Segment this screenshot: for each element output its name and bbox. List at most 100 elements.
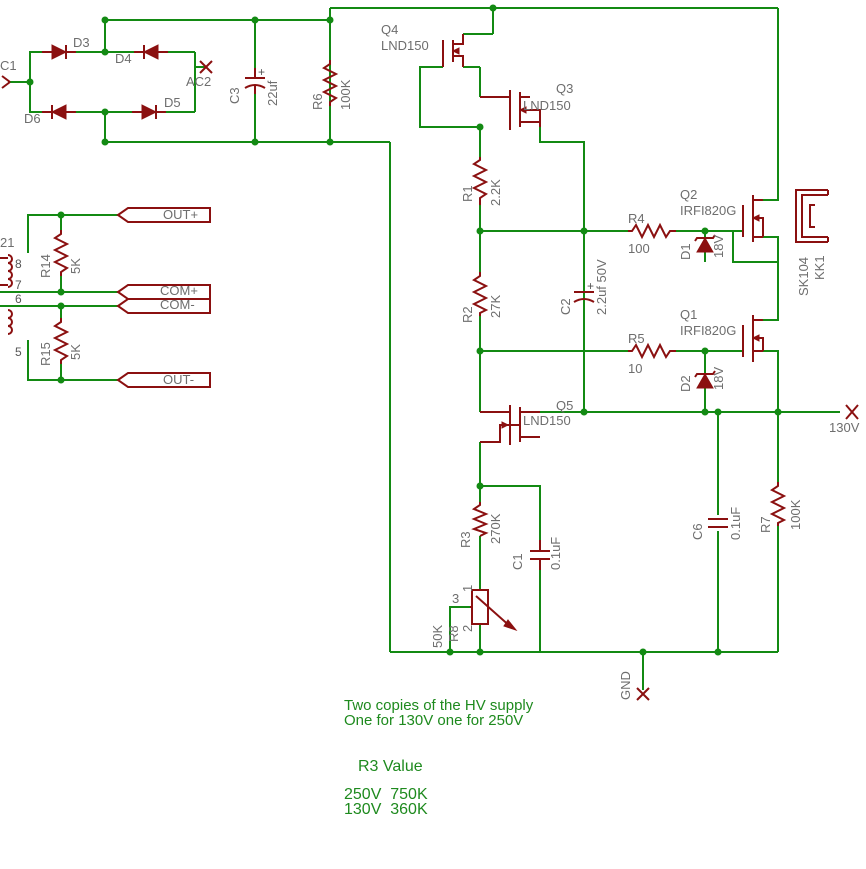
label-c6: C6 (690, 523, 705, 540)
flag-com-plus (116, 284, 211, 300)
label-d4: D4 (115, 51, 132, 66)
label-pin7: 7 (15, 278, 22, 292)
label-r8-pin2: 2 (460, 625, 475, 632)
label-q3: Q3 (556, 81, 573, 96)
flag-com-minus (116, 298, 211, 314)
ac2-terminal (199, 60, 213, 74)
label-r5: R5 (628, 331, 645, 346)
label-r3: R3 (458, 531, 473, 548)
label-d2: D2 (678, 375, 693, 392)
label-d1: D1 (678, 243, 693, 260)
label-r8-value: 50K (430, 625, 445, 648)
label-q2-type: IRFI820G (680, 203, 736, 218)
svg-text:+: + (587, 279, 594, 293)
label-pin8: 8 (15, 257, 22, 271)
transformer-windings (0, 254, 13, 335)
label-r2: R2 (460, 306, 475, 323)
label-gnd: GND (618, 671, 633, 700)
wires (0, 7, 840, 690)
svg-text:+: + (258, 65, 265, 79)
label-out-minus: OUT- (163, 372, 194, 387)
label-transformer-ref: 21 (0, 235, 14, 250)
label-q1: Q1 (680, 307, 697, 322)
resistor-r4 (628, 222, 676, 240)
label-q2: Q2 (680, 187, 697, 202)
label-r2-value: 27K (488, 295, 503, 318)
resistor-r6 (321, 60, 339, 106)
mosfet-q5 (480, 405, 540, 445)
notes: Two copies of the HV supply One for 130V… (344, 697, 534, 818)
label-ac2: AC2 (186, 74, 211, 89)
label-q5-type: LND150 (523, 413, 571, 428)
label-c1: C1 (510, 553, 525, 570)
resistor-r3 (471, 502, 489, 537)
label-q4-type: LND150 (381, 38, 429, 53)
label-r5-value: 10 (628, 361, 642, 376)
label-ac1: C1 (0, 58, 17, 73)
label-r7: R7 (758, 516, 773, 533)
label-kk1: KK1 (812, 255, 827, 280)
diode-d5 (132, 104, 166, 120)
output-130v-terminal (845, 404, 859, 420)
resistor-r7 (769, 482, 787, 526)
flag-out-minus (116, 372, 211, 388)
label-pin6: 6 (15, 292, 22, 306)
label-q3-type: LND150 (523, 98, 571, 113)
label-q1-type: IRFI820G (680, 323, 736, 338)
resistor-r15 (52, 318, 70, 364)
label-r6-value: 100K (338, 79, 353, 110)
label-q5: Q5 (556, 398, 573, 413)
diode-d6 (42, 104, 76, 120)
r3-table-title: R3 Value (358, 758, 423, 775)
label-c2-value: 2.2uf 50V (594, 259, 609, 315)
label-c3: C3 (227, 87, 242, 104)
label-q4: Q4 (381, 22, 398, 37)
note-line-1: Two copies of the HV supply (344, 697, 534, 714)
label-r14: R14 (38, 254, 53, 278)
resistor-r5 (628, 342, 676, 360)
mosfet-q4 (442, 34, 464, 67)
label-r1-value: 2.2K (488, 179, 503, 206)
r3-table-row-130v: 130V 360K (344, 801, 428, 818)
label-r15-value: 5K (68, 344, 83, 360)
label-com-plus: COM+ (160, 283, 198, 298)
label-r3-value: 270K (488, 513, 503, 544)
label-d2-value: 18V (711, 367, 726, 390)
potentiometer-r8 (470, 589, 518, 632)
label-r8-pin1: 1 (460, 585, 475, 592)
label-r14-value: 5K (68, 258, 83, 274)
label-d6: D6 (24, 111, 41, 126)
label-pin5: 5 (15, 345, 22, 359)
label-sk104: SK104 (796, 257, 811, 296)
capacitor-c6 (708, 518, 728, 528)
zener-d1 (694, 234, 716, 253)
labels: C1 D3 D4 AC2 D5 D6 C3 22uf R6 100K Q4 LN… (0, 22, 860, 700)
label-d1-value: 18V (711, 235, 726, 258)
label-c6-value: 0.1uF (728, 507, 743, 540)
label-r8-pin3: 3 (452, 591, 459, 606)
label-130v: 130V (829, 420, 860, 435)
mosfet-q2 (742, 195, 764, 242)
label-r4: R4 (628, 211, 645, 226)
heatsink-sk104 (795, 189, 829, 243)
label-r4-value: 100 (628, 241, 650, 256)
zener-d2 (694, 370, 716, 389)
resistor-r1 (471, 157, 489, 205)
diode-d4 (134, 44, 168, 60)
resistor-r2 (471, 272, 489, 316)
label-out-plus: OUT+ (163, 207, 198, 222)
label-c3-value: 22uf (265, 80, 280, 106)
capacitor-c3: + (244, 65, 266, 94)
label-c1-value: 0.1uF (548, 537, 563, 570)
junction-dots (26, 4, 782, 656)
label-r1: R1 (460, 185, 475, 202)
label-r6: R6 (310, 93, 325, 110)
gnd-terminal (636, 687, 650, 701)
r3-table-row-250v: 250V 750K (344, 786, 428, 803)
label-d5: D5 (164, 95, 181, 110)
label-com-minus: COM- (160, 297, 195, 312)
capacitor-c2: + (573, 279, 595, 303)
diode-d3 (42, 44, 76, 60)
note-line-2: One for 130V one for 250V (344, 712, 523, 729)
